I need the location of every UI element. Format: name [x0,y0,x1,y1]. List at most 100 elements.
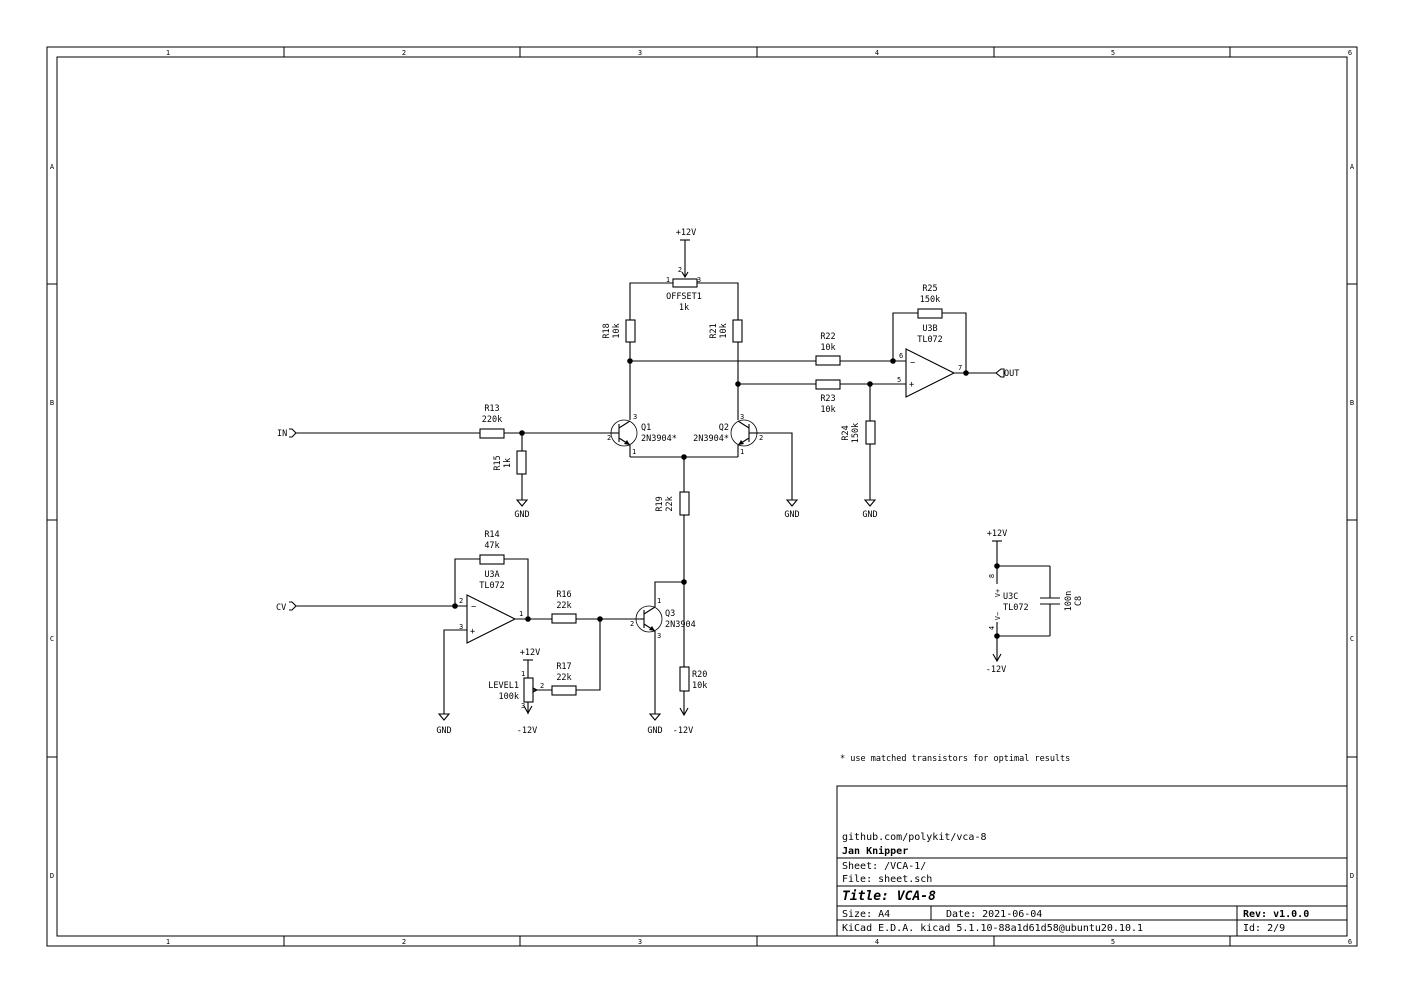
power-plus12-offset: +12V [676,228,696,279]
gnd-label: GND [514,510,529,520]
power-label: -12V [517,726,537,736]
pin-number: 3 [740,413,744,421]
resistor-r22: R22 10k [815,332,841,366]
power-label: +12V [676,228,696,238]
pin-number: 3 [633,413,637,421]
part-value: 100n [1064,591,1074,611]
pin-number: 3 [521,702,525,710]
part-value: 22k [556,673,571,683]
part-ref: R23 [820,394,835,404]
row-label-right: A [1350,163,1355,171]
part-ref: OFFSET1 [666,292,702,302]
col-label-bottom: 1 [166,938,170,946]
resistor-r13: R13 220k [479,404,505,439]
gnd-symbol: GND [784,499,800,520]
part-value: 2N3904 [665,620,696,630]
part-ref: U3A [484,570,499,580]
part-value: 10k [719,323,729,338]
part-ref: Q3 [665,609,675,619]
part-value: 1k [503,458,513,468]
resistor-r23: R23 10k [815,379,841,415]
cv-port: CV [276,601,297,613]
part-value: TL072 [479,581,505,591]
part-value: 150k [920,295,940,305]
resistor-r20: R20 10k -12V [673,666,707,736]
gnd-label: GND [784,510,799,520]
pin-number: 3 [657,632,661,640]
part-value: 220k [482,415,502,425]
pin-sign: + [909,380,914,390]
pin-number: 2 [630,620,634,628]
part-value: 100k [499,692,519,702]
part-ref: R24 [841,425,851,440]
pin-number: 1 [740,448,744,456]
junction [994,633,1000,639]
sheet-date: Date: 2021-06-04 [946,909,1042,920]
project-url: github.com/polykit/vca-8 [842,832,987,843]
part-ref: R22 [820,332,835,342]
resistor-r24: R24 150k [841,384,876,500]
pin-number: 3 [459,623,463,631]
gnd-label: GND [647,726,662,736]
sheet-frame: 1 2 3 4 5 6 1 2 3 4 5 6 A B C D A B C D [46,46,1358,947]
col-label-bottom: 3 [638,938,642,946]
gnd-symbol: GND [862,499,878,520]
tool-version: KiCad E.D.A. kicad 5.1.10-88a1d61d58@ubu… [842,923,1143,934]
file-name: File: sheet.sch [842,874,932,885]
pin-number: 5 [897,376,901,384]
author: Jan Knipper [842,845,908,857]
part-ref: R17 [556,662,571,672]
row-label-right: C [1350,635,1354,643]
gnd-symbol: GND [514,499,530,520]
sheet-name: Sheet: /VCA-1/ [842,861,926,872]
part-value: TL072 [1003,603,1029,613]
part-value: 2N3904* [641,434,677,444]
transistor-q1: 2 3 1 Q1 2N3904* [607,413,677,457]
sheet-size: Size: A4 [842,909,890,920]
col-label-bottom: 4 [875,938,879,946]
part-ref: R21 [709,323,719,338]
part-value: 10k [612,323,622,338]
row-label-right: B [1350,399,1354,407]
row-label-right: D [1350,872,1354,880]
col-label-top: 2 [402,49,406,57]
opamp-u3a: − + 2 3 1 U3A TL072 [459,570,523,644]
transistor-q3: 2 1 3 Q3 2N3904 [630,581,696,714]
part-ref: Q1 [641,423,651,433]
col-label-top: 1 [166,49,170,57]
resistor-r15: R15 1k [493,433,527,500]
pin-label: V− [994,612,1002,620]
part-ref: R18 [602,323,612,338]
part-ref: R15 [493,455,503,470]
part-ref: C8 [1074,596,1084,606]
part-ref: R13 [484,404,499,414]
part-ref: Q2 [719,423,729,433]
part-ref: U3B [922,324,937,334]
pin-number: 1 [666,276,670,284]
col-label-top: 5 [1111,49,1115,57]
part-value: 150k [851,423,861,443]
pin-number: 1 [521,670,525,678]
gnd-symbol: GND [436,713,452,736]
part-ref: R25 [922,284,937,294]
sheet-id: Id: 2/9 [1243,923,1285,934]
gnd-symbol: GND [647,713,663,736]
pin-number: 2 [607,434,611,442]
resistor-r14: R14 47k [479,530,505,565]
capacitor-c8: 100n C8 [1040,566,1084,636]
pin-number: 6 [899,352,903,360]
level1-potentiometer: +12V 1 2 3 LEVEL1 100k -12V [488,648,544,736]
part-value: TL072 [917,335,943,345]
part-ref: R19 [655,496,665,511]
col-label-top: 6 [1348,49,1352,57]
part-value: 1k [679,303,689,313]
schematic-note: * use matched transistors for optimal re… [840,754,1070,764]
resistor-r21: R21 10k [709,319,743,420]
pin-sign: + [470,627,475,637]
out-port: OUT [995,368,1019,379]
opamp-u3c-power: +12V 8 V+ U3C TL072 V− 4 -12V [986,529,1050,675]
row-label-left: A [50,163,55,171]
transistor-q2: 2 3 1 Q2 2N3904* [693,413,763,457]
document-title: Title: VCA-8 [842,889,936,904]
